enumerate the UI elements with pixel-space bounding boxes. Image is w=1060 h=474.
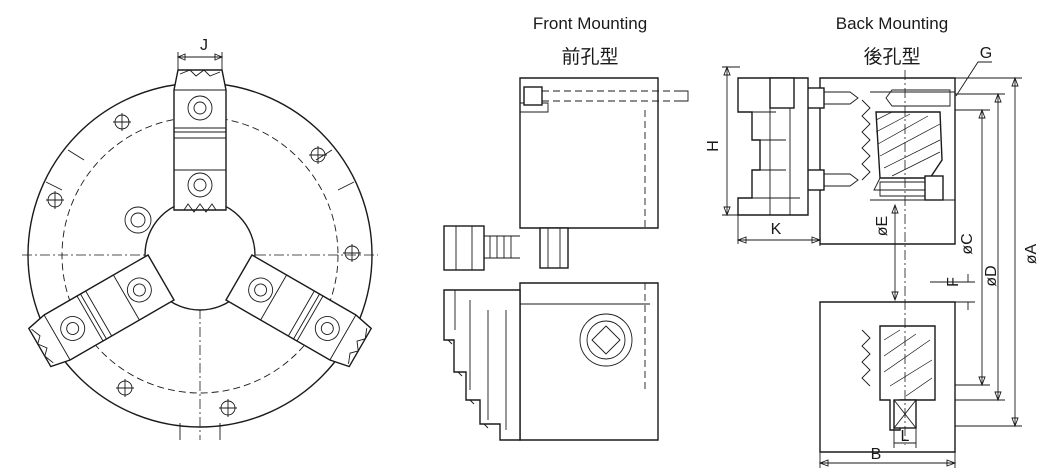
- dimension-h: H: [705, 65, 740, 217]
- back-jaw: [737, 77, 809, 216]
- label-h: H: [705, 140, 722, 152]
- label-b: B: [871, 446, 882, 463]
- dimension-f: F: [930, 274, 975, 310]
- dimension-e: øE: [874, 203, 899, 302]
- front-mounting-subtitle: 前孔型: [561, 46, 618, 68]
- dimension-a: øA: [955, 76, 1040, 428]
- label-c: øC: [959, 233, 976, 254]
- jaw-top: [173, 69, 227, 213]
- label-d: øD: [983, 265, 1000, 286]
- label-l: L: [901, 428, 910, 445]
- label-k: K: [771, 221, 782, 238]
- back-mounting-subtitle: 後孔型: [863, 46, 920, 68]
- label-e: øE: [874, 216, 891, 236]
- dimension-b: B: [818, 446, 957, 468]
- front-pinion: [443, 225, 569, 271]
- back-section-top: [861, 91, 955, 201]
- dimension-c: øC: [955, 108, 990, 387]
- chuck-face-view: J: [22, 37, 378, 440]
- dimension-l: L: [893, 428, 917, 448]
- dimension-d: øD: [955, 92, 1005, 402]
- dimension-k: K: [736, 215, 822, 246]
- dimension-j: J: [176, 37, 224, 70]
- back-section-bottom: [861, 300, 936, 445]
- front-socket: [579, 313, 633, 367]
- label-a: øA: [1023, 243, 1040, 264]
- jaw-lower-left: [27, 254, 175, 368]
- back-mounting-title: Back Mounting: [836, 14, 948, 33]
- label-j: J: [200, 37, 208, 54]
- dimension-g: G: [955, 45, 992, 97]
- front-jaw: [443, 289, 521, 441]
- back-bolts: [805, 87, 951, 201]
- front-mounting-view: Front Mounting 前孔型: [443, 14, 689, 441]
- front-mounting-title: Front Mounting: [533, 14, 647, 33]
- bolt-holes: [46, 113, 361, 417]
- pinion-socket: [124, 206, 152, 234]
- label-g: G: [980, 45, 992, 62]
- label-f: F: [945, 277, 962, 287]
- jaw-lower-right: [225, 254, 373, 368]
- front-through-bolt: [523, 86, 689, 106]
- back-mounting-view: Back Mounting 後孔型: [705, 14, 1040, 468]
